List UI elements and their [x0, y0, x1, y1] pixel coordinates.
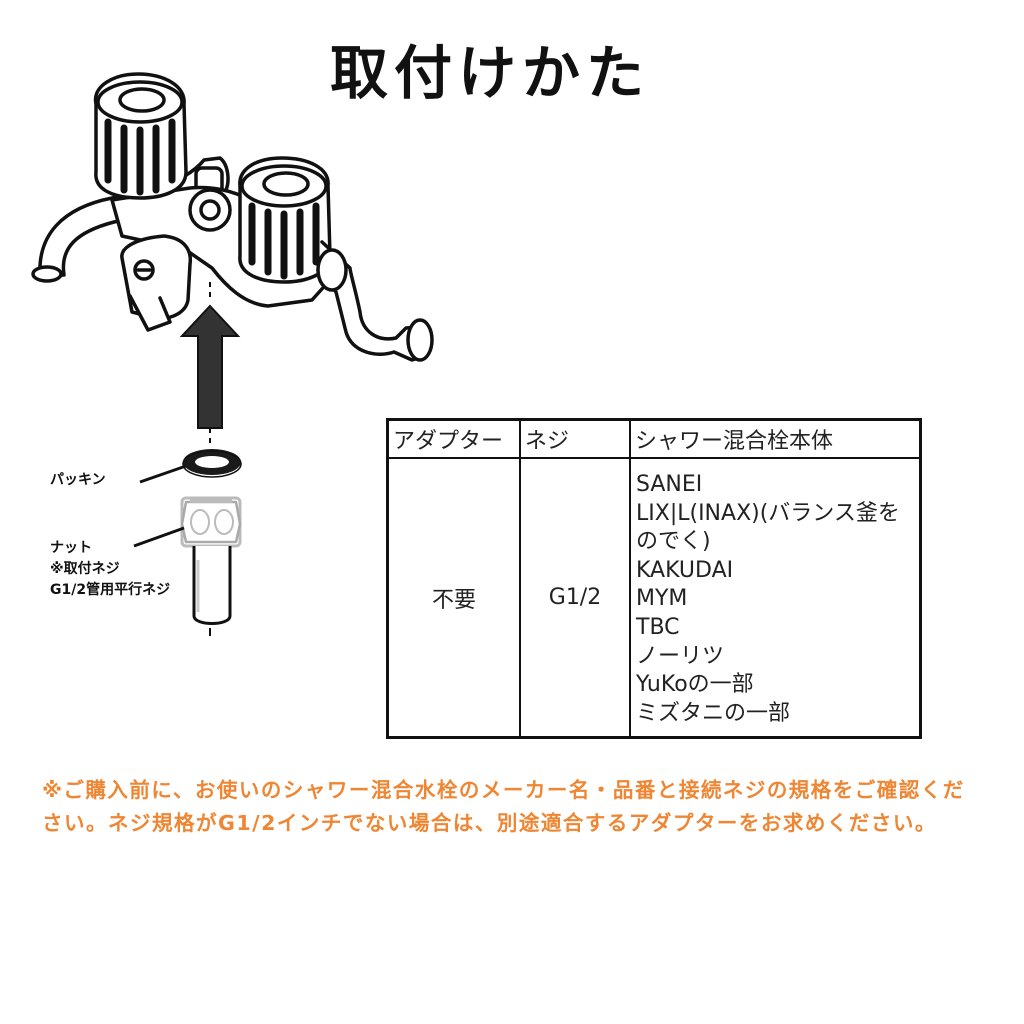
nut-label-group: ナット ※取付ネジ G1/2管用平行ネジ — [50, 538, 170, 601]
purchase-notice: ※ご購入前に、お使いのシャワー混合水栓のメーカー名・品番と接続ネジの規格をご確認… — [42, 778, 965, 835]
brand-item: MYM — [636, 586, 688, 612]
header-thread: ネジ — [519, 418, 631, 459]
packing-label: パッキン — [50, 472, 106, 488]
nut-leader-line — [133, 526, 185, 548]
packing-leader-line — [139, 464, 187, 484]
brand-item: YuKoの一部 — [636, 672, 754, 698]
compatibility-table: アダプター ネジ シャワー混合栓本体 不要 G1/2 SANEI LIX|L(I… — [386, 418, 922, 740]
brand-item: LIX|L(INAX)(バランス釜を — [636, 500, 900, 526]
packing-ring-icon — [182, 449, 242, 478]
page-title: 取付けかた — [329, 39, 650, 107]
cell-brands: SANEI LIX|L(INAX)(バランス釜を のでく) KAKUDAI MY… — [629, 457, 922, 739]
nut-label: ナット — [50, 540, 92, 556]
faucet-illustration — [31, 72, 434, 362]
brand-item: のでく) — [636, 529, 711, 555]
hose-nut-icon — [180, 496, 242, 625]
cell-thread: G1/2 — [519, 457, 631, 739]
brand-item: KAKUDAI — [636, 557, 734, 583]
header-adapter: アダプター — [386, 418, 521, 459]
brand-item: SANEI — [636, 472, 703, 497]
brand-item: TBC — [636, 614, 680, 640]
brand-item: ミズタニの一部 — [636, 700, 791, 726]
header-body: シャワー混合栓本体 — [629, 418, 922, 459]
nut-note-thread: ※取付ネジ — [50, 561, 120, 577]
table-header-row: アダプター ネジ シャワー混合栓本体 — [386, 418, 922, 459]
brand-item: ノーリツ — [636, 643, 725, 669]
installation-illustration — [31, 72, 434, 636]
table-row: 不要 G1/2 SANEI LIX|L(INAX)(バランス釜を のでく) KA… — [386, 457, 922, 739]
arrow-up-icon — [179, 304, 241, 429]
nut-note-spec: G1/2管用平行ネジ — [50, 582, 171, 598]
cell-adapter: 不要 — [386, 457, 521, 739]
